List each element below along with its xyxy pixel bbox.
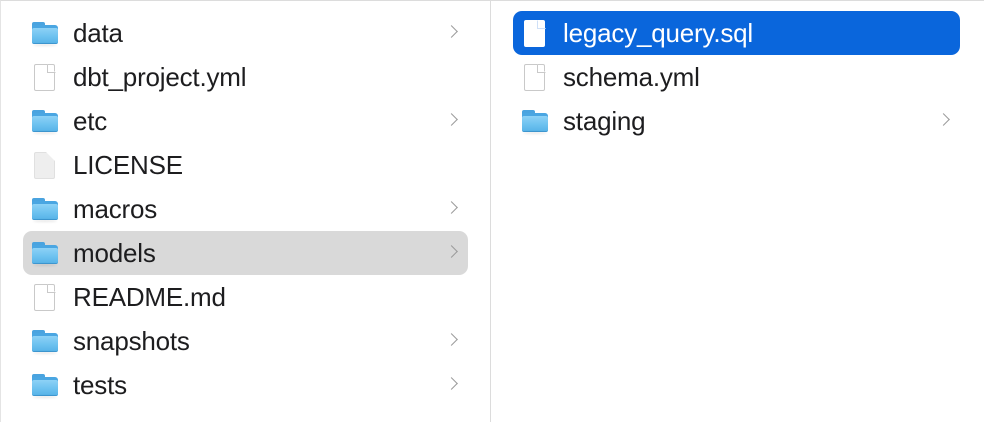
chevron-right-icon[interactable] (444, 286, 460, 308)
folder-icon (31, 370, 59, 400)
chevron-right-icon[interactable] (936, 22, 952, 44)
chevron-right-icon[interactable] (936, 66, 952, 88)
folder-icon (31, 106, 59, 136)
folder-icon (31, 238, 59, 268)
file-row[interactable]: schema.yml (513, 55, 960, 99)
file-row[interactable]: legacy_query.sql (513, 11, 960, 55)
item-label: LICENSE (73, 150, 183, 180)
blank-document-icon (31, 150, 59, 180)
item-label: schema.yml (563, 62, 700, 92)
folder-row[interactable]: models (23, 231, 468, 275)
chevron-right-icon[interactable] (444, 66, 460, 88)
item-label: staging (563, 106, 646, 136)
document-icon (31, 62, 59, 92)
folder-row[interactable]: macros (23, 187, 468, 231)
chevron-right-icon[interactable] (444, 110, 460, 132)
item-label: tests (73, 370, 127, 400)
document-icon (521, 62, 549, 92)
item-label: README.md (73, 282, 226, 312)
folder-row[interactable]: staging (513, 99, 960, 143)
chevron-right-icon[interactable] (444, 22, 460, 44)
folder-icon (31, 326, 59, 356)
file-row[interactable]: dbt_project.yml (23, 55, 468, 99)
item-label: dbt_project.yml (73, 62, 247, 92)
item-label: legacy_query.sql (563, 18, 753, 48)
chevron-right-icon[interactable] (444, 330, 460, 352)
folder-row[interactable]: data (23, 11, 468, 55)
item-label: etc (73, 106, 108, 136)
chevron-right-icon[interactable] (444, 242, 460, 264)
item-label: data (73, 18, 123, 48)
chevron-right-icon[interactable] (444, 374, 460, 396)
item-label: macros (73, 194, 158, 224)
folder-row[interactable]: tests (23, 363, 468, 407)
folder-icon (31, 18, 59, 48)
folder-icon (521, 106, 549, 136)
document-icon (31, 282, 59, 312)
folder-row[interactable]: etc (23, 99, 468, 143)
folder-row[interactable]: snapshots (23, 319, 468, 363)
chevron-right-icon[interactable] (444, 154, 460, 176)
document-icon (521, 18, 549, 48)
item-label: models (73, 238, 156, 268)
chevron-right-icon[interactable] (936, 110, 952, 132)
file-browser-column-2[interactable]: legacy_query.sql schema.yml staging (491, 1, 984, 422)
folder-icon (31, 194, 59, 224)
chevron-right-icon[interactable] (444, 198, 460, 220)
item-label: snapshots (73, 326, 190, 356)
file-row[interactable]: README.md (23, 275, 468, 319)
file-row[interactable]: LICENSE (23, 143, 468, 187)
